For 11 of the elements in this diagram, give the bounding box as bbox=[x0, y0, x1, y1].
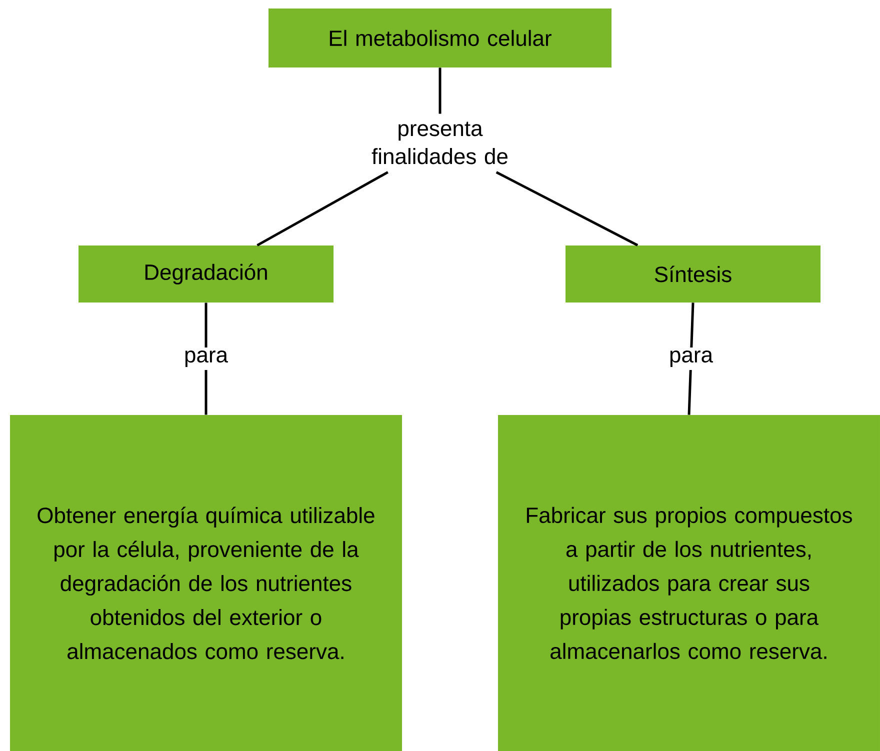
concept-box: Síntesis bbox=[566, 246, 820, 302]
connector-text: presenta finalidades de bbox=[372, 122, 508, 164]
connector-line bbox=[438, 68, 442, 114]
edge-label: para bbox=[181, 348, 232, 370]
concept-box: Degradación bbox=[78, 246, 334, 302]
concept-box: El metabolismo celular bbox=[268, 8, 612, 68]
connector-line bbox=[256, 171, 388, 246]
description-box: Obtener energía química utilizable por la célula, proveniente de la degradación de los nutrientes obtenidos del exterior o almacenados como reserva. bbox=[10, 415, 402, 751]
edge-label: para bbox=[666, 348, 716, 370]
connector-line bbox=[496, 171, 638, 246]
description-box: Fabricar sus propios compuestos a partir de los nutrientes, utilizados para crear sus propias estructuras o para almacenarlos como reserva. bbox=[498, 415, 880, 751]
